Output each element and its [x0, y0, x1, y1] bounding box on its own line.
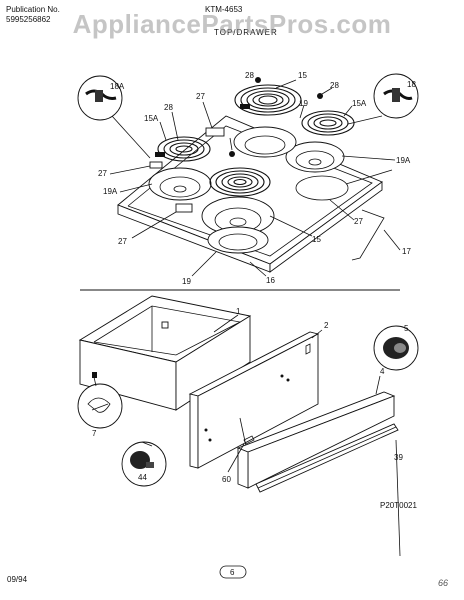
- inset-detail-18A: [77, 75, 123, 121]
- callout-17: 17: [402, 247, 411, 256]
- callout-28: 28: [164, 103, 173, 112]
- callout-15: 15: [312, 235, 321, 244]
- model-number: KTM-4653: [205, 5, 243, 14]
- drawer-outer-panel: [236, 391, 396, 489]
- cooktop-assembly: [117, 115, 383, 273]
- callout-5: 5: [404, 324, 409, 333]
- callout-16: 16: [266, 276, 275, 285]
- screw: [305, 343, 311, 355]
- callout-15A: 15A: [144, 114, 159, 123]
- callout-39: 39: [394, 453, 403, 462]
- surface-element-left: [155, 136, 211, 162]
- callout-1: 1: [236, 307, 241, 316]
- drawer-front-panel: [188, 331, 320, 469]
- section-title: TOP/DRAWER: [214, 28, 278, 37]
- callout-28: 28: [245, 71, 254, 80]
- callout-27: 27: [354, 217, 363, 226]
- drip-bowl-rear-center: [233, 126, 297, 158]
- callout-60: 60: [222, 475, 231, 484]
- publication-number: 5995256862: [6, 15, 51, 24]
- cooktop-side-edge: [269, 181, 383, 273]
- callout-19: 19: [299, 99, 308, 108]
- footer-date: 09/94: [7, 575, 28, 584]
- callout-19A: 19A: [396, 156, 411, 165]
- watermark: AppliancePartsPros.com: [72, 9, 392, 39]
- callout-27: 27: [98, 169, 107, 178]
- handwritten-note: 66: [438, 578, 448, 588]
- drip-bowl-front-right: [201, 196, 275, 236]
- callout-18A: 18A: [110, 82, 125, 91]
- inset-detail-18: [373, 73, 419, 119]
- callout-4: 4: [380, 367, 385, 376]
- callout-labels: 18A 28 27 15A 28 15 28 19 15A 18 27 19A …: [92, 71, 416, 484]
- inset-detail-7: [77, 383, 123, 429]
- bolt: [243, 435, 255, 445]
- page-number-box: [219, 565, 247, 579]
- receptacle-block: [205, 127, 225, 137]
- drip-bowl-spare: [207, 226, 269, 254]
- inset-detail-44: [121, 441, 167, 487]
- diagram-code: P20T0021: [380, 501, 417, 510]
- callout-18: 18: [407, 80, 416, 89]
- drawer-handle: [255, 423, 399, 493]
- callout-15: 15: [298, 71, 307, 80]
- callout-19: 19: [182, 277, 191, 286]
- callout-28: 28: [330, 81, 339, 90]
- callout-44: 44: [138, 473, 147, 482]
- inset-detail-5: [373, 325, 419, 371]
- surface-element-front: [209, 167, 271, 197]
- callout-27: 27: [118, 237, 127, 246]
- drawer-assembly: [78, 295, 252, 411]
- surface-element-rear-large: [234, 84, 302, 116]
- surface-element-rear-right: [301, 110, 355, 136]
- drip-bowl-front-left: [148, 167, 212, 201]
- page-number: 6: [230, 568, 235, 577]
- callout-15A: 15A: [352, 99, 367, 108]
- callout-27: 27: [196, 92, 205, 101]
- callout-7: 7: [92, 429, 97, 438]
- callout-19A: 19A: [103, 187, 118, 196]
- callout-2: 2: [324, 321, 329, 330]
- publication-label: Publication No.: [6, 5, 60, 14]
- drip-bowl-rear-right: [285, 141, 345, 173]
- element-rod: [351, 209, 385, 261]
